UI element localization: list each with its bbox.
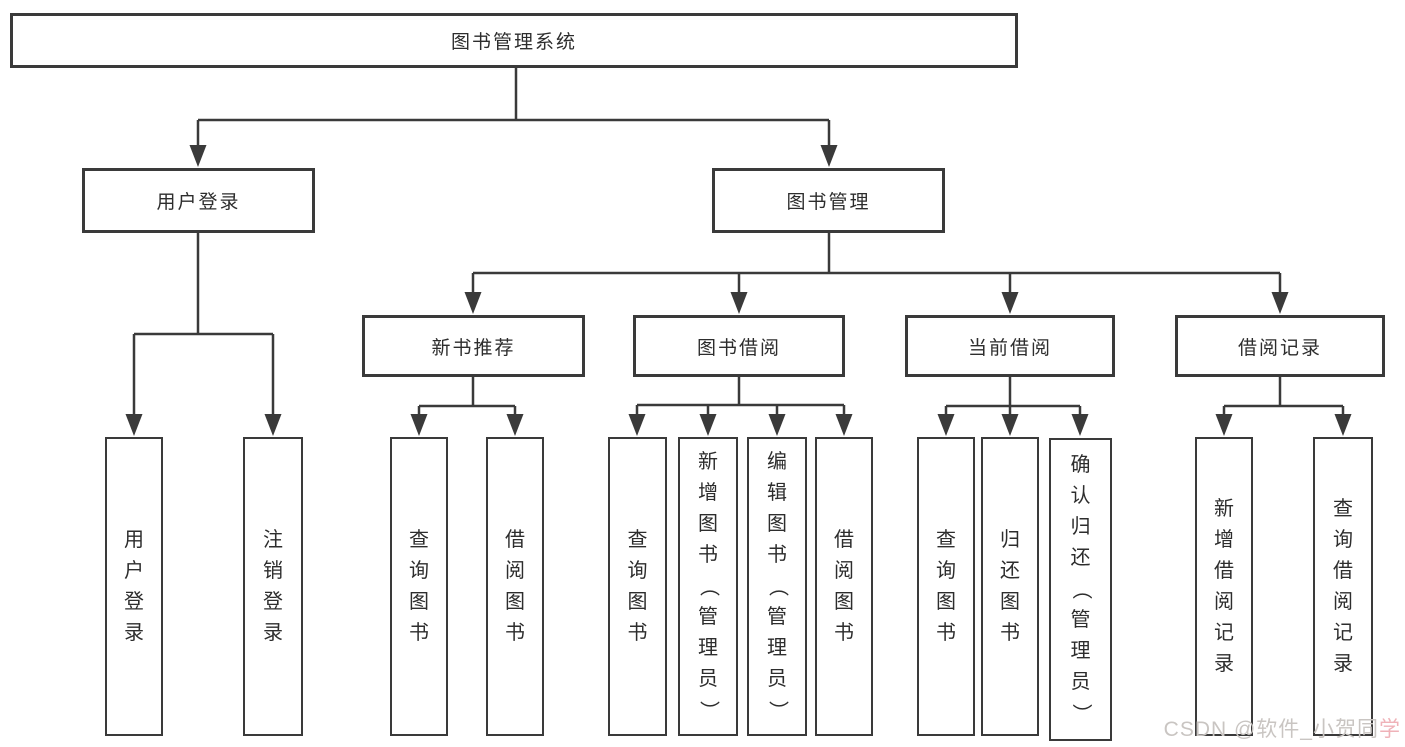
node-new-book-recommend: 新书推荐: [362, 315, 585, 377]
leaf-borrow-books-1: 借阅图书: [486, 437, 544, 736]
leaf-query-books-3: 查询图书: [917, 437, 975, 736]
node-book-borrow: 图书借阅: [633, 315, 845, 377]
node-borrow-records: 借阅记录: [1175, 315, 1385, 377]
node-borrow-records-label: 借阅记录: [1237, 337, 1322, 359]
leaf-edit-books-admin: 编辑图书（管理员）: [747, 437, 807, 736]
node-current-borrow: 当前借阅: [905, 315, 1115, 377]
leaf-user-login: 用户登录: [105, 437, 163, 736]
node-user-login-label: 用户登录: [156, 192, 241, 213]
leaf-query-borrow-record: 查询借阅记录: [1313, 437, 1373, 736]
leaf-add-books-admin: 新增图书（管理员）: [678, 437, 738, 736]
leaf-query-books-1: 查询图书: [390, 437, 448, 736]
watermark-gray-text: CSDN @软件_小贺同: [1163, 718, 1379, 741]
watermark-pink-text: 学: [1379, 718, 1401, 741]
leaf-confirm-return-admin: 确认归还（管理员）: [1049, 438, 1112, 741]
leaf-borrow-books-2: 借阅图书: [815, 437, 873, 736]
node-book-management-label: 图书管理: [786, 192, 871, 213]
arrowheads: [125, 145, 1352, 436]
node-user-login: 用户登录: [82, 168, 315, 233]
node-root-label: 图书管理系统: [450, 32, 577, 53]
node-root-system: 图书管理系统: [10, 13, 1018, 68]
node-book-borrow-label: 图书借阅: [696, 337, 781, 359]
node-book-management: 图书管理: [712, 168, 945, 233]
node-new-book-recommend-label: 新书推荐: [431, 337, 516, 359]
connector-paths: [132, 68, 1345, 419]
leaf-query-books-2: 查询图书: [608, 437, 667, 736]
leaf-add-borrow-record: 新增借阅记录: [1195, 437, 1253, 736]
leaf-logout: 注销登录: [243, 437, 303, 736]
leaf-return-books: 归还图书: [981, 437, 1039, 736]
csdn-watermark: CSDN @软件_小贺同学: [1164, 713, 1401, 743]
node-current-borrow-label: 当前借阅: [967, 337, 1052, 359]
